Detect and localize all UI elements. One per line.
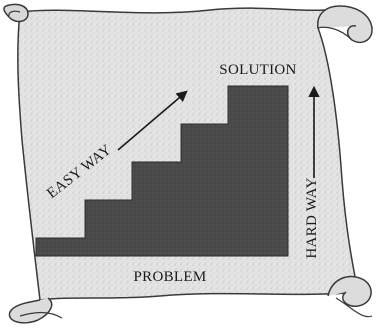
scroll-roll-top-right: [318, 6, 372, 42]
scroll-curl-top-left: [4, 4, 28, 21]
hard-way-label: HARD WAY: [304, 177, 320, 258]
solution-label: SOLUTION: [219, 62, 296, 78]
scroll-curl-bottom-left: [9, 298, 51, 323]
problem-label: PROBLEM: [134, 269, 207, 285]
